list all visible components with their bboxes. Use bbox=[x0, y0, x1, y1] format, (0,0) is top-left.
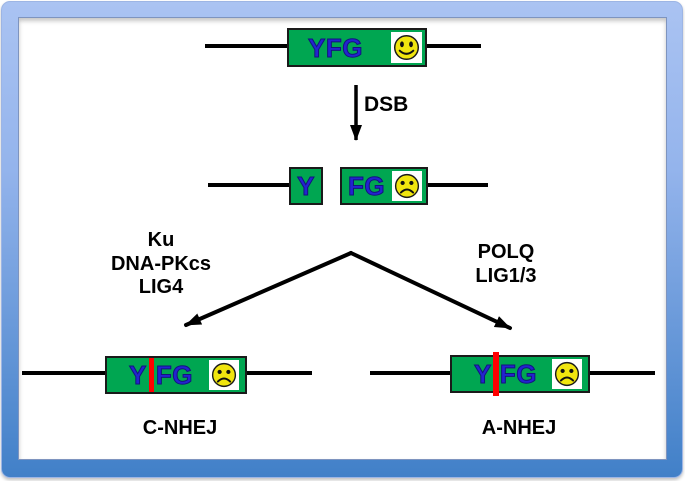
cnhej-gene-box: Y FG bbox=[105, 356, 247, 394]
enzyme-polq: POLQ bbox=[477, 241, 535, 263]
anhej-fg-label: FG bbox=[499, 359, 537, 389]
happy-face-glyph bbox=[393, 34, 420, 61]
y-fragment-box: Y bbox=[289, 167, 323, 205]
anhej-label: A-NHEJ bbox=[481, 417, 557, 439]
yfg-gene-box: YFG bbox=[287, 28, 427, 67]
cnhej-y-label: Y bbox=[129, 360, 147, 390]
anhej-enzymes-label: POLQ LIG1/3 bbox=[431, 241, 581, 288]
sad-face-icon bbox=[392, 171, 422, 201]
enzyme-lig4: LIG4 bbox=[138, 276, 184, 298]
dna-line bbox=[247, 371, 312, 375]
dna-line bbox=[428, 183, 488, 187]
fg-fragment-label: FG bbox=[347, 171, 386, 201]
dsb-label: DSB bbox=[364, 93, 409, 116]
sad-face-icon bbox=[552, 359, 582, 389]
dna-line bbox=[427, 44, 481, 48]
anhej-gene-box: Y FG bbox=[450, 352, 590, 396]
sad-face-icon bbox=[209, 360, 239, 390]
enzyme-dna-pkcs: DNA-PKcs bbox=[110, 252, 212, 275]
sad-face-glyph bbox=[554, 361, 580, 387]
dna-line bbox=[370, 371, 450, 375]
enzyme-lig13: LIG1/3 bbox=[475, 264, 537, 287]
sad-face-glyph bbox=[211, 362, 237, 388]
break-site-marker bbox=[148, 358, 154, 392]
break-site-marker bbox=[492, 352, 499, 396]
anhej-y-label: Y bbox=[474, 359, 492, 389]
cnhej-enzymes-label: Ku DNA-PKcs LIG4 bbox=[86, 229, 236, 300]
y-fragment-label: Y bbox=[297, 171, 315, 201]
cnhej-label: C-NHEJ bbox=[142, 417, 218, 439]
yfg-gene-label: YFG bbox=[308, 32, 363, 63]
dna-line bbox=[205, 44, 287, 48]
dna-line bbox=[590, 371, 655, 375]
fg-fragment-box: FG bbox=[340, 167, 428, 205]
cnhej-fg-label: FG bbox=[155, 360, 193, 390]
dna-line bbox=[22, 371, 105, 375]
sad-face-glyph bbox=[394, 173, 420, 199]
happy-face-icon bbox=[391, 32, 422, 63]
dna-line bbox=[208, 183, 289, 187]
enzyme-ku: Ku bbox=[147, 229, 175, 251]
